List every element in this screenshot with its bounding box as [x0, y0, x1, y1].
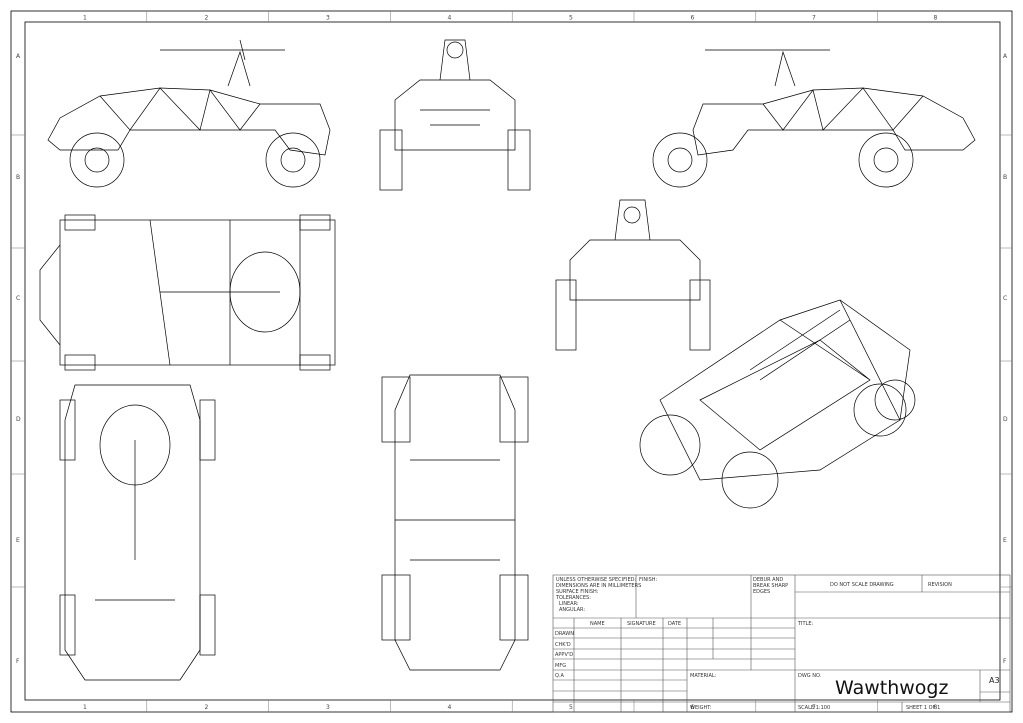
- zone-row-label: F: [1003, 658, 1007, 665]
- role-label: MFG: [555, 663, 566, 669]
- zone-row-label: B: [16, 174, 20, 181]
- title-block: [552, 574, 1011, 713]
- zone-column-label: 1: [83, 15, 87, 22]
- sheet-label: SHEET 1 OF 1: [906, 705, 940, 711]
- role-label: APPV'D: [555, 652, 573, 658]
- signature-header: SIGNATURE: [627, 621, 656, 627]
- note-line: SURFACE FINISH:: [556, 589, 599, 595]
- side-view-left: [47, 39, 331, 188]
- weight-label: WEIGHT:: [690, 705, 712, 711]
- rear-view: [555, 199, 711, 351]
- side-view-right: [652, 49, 976, 188]
- zone-column-label: 6: [691, 15, 695, 22]
- zone-row-label: F: [16, 658, 20, 665]
- zone-column-label: 3: [326, 704, 330, 711]
- zone-column-label: 7: [812, 15, 816, 22]
- zone-row-label: D: [16, 416, 21, 423]
- top-view: [39, 214, 336, 371]
- role-label: CHK'D: [555, 642, 571, 648]
- zone-row-label: D: [1003, 416, 1008, 423]
- zone-row-label: B: [1003, 174, 1007, 181]
- zone-column-label: 2: [205, 704, 209, 711]
- scale-label: SCALE:1:100: [798, 705, 830, 711]
- title-label: TITLE:: [797, 621, 814, 627]
- note-line: TOLERANCES:: [555, 595, 591, 601]
- do-not-scale-label: DO NOT SCALE DRAWING: [830, 582, 894, 588]
- title-block-text: UNLESS OTHERWISE SPECIFIED: DIMENSIONS A…: [555, 577, 1000, 711]
- deburr-line: EDGES: [753, 589, 770, 595]
- zone-column-label: 6: [691, 704, 695, 711]
- zone-column-label: 8: [934, 15, 938, 22]
- zone-row-label: C: [1003, 295, 1007, 302]
- zone-column-label: 7: [812, 704, 816, 711]
- finish-label: FINISH:: [639, 577, 657, 583]
- zone-row-label: A: [1003, 53, 1008, 60]
- name-header: NAME: [590, 621, 605, 627]
- zone-column-label: 1: [83, 704, 87, 711]
- dwg-no-value: Wawthwogz: [835, 677, 948, 699]
- zone-row-label: A: [16, 53, 21, 60]
- material-label: MATERIAL:: [690, 673, 717, 679]
- inner-border: [24, 21, 1001, 701]
- deburr-line: DEBUR AND: [753, 577, 783, 583]
- zone-row-label: E: [16, 537, 20, 544]
- zone-row-label: E: [1003, 537, 1007, 544]
- bottom-view-left: [59, 384, 216, 681]
- outer-border: [10, 10, 1013, 713]
- zone-column-label: 4: [448, 704, 452, 711]
- deburr-line: BREAK SHARP: [753, 583, 788, 589]
- front-view: [379, 39, 531, 191]
- note-line: ANGULAR:: [559, 607, 585, 613]
- zone-column-label: 4: [448, 15, 452, 22]
- zone-column-label: 8: [934, 704, 938, 711]
- date-header: DATE: [668, 621, 681, 627]
- zone-column-label: 5: [569, 15, 573, 22]
- zone-column-label: 3: [326, 15, 330, 22]
- revision-label: REVISION: [928, 582, 952, 588]
- isometric-view: [639, 299, 916, 509]
- dwg-no-label: DWG NO.: [798, 673, 822, 679]
- role-label: DRAWN: [555, 631, 574, 637]
- note-line: UNLESS OTHERWISE SPECIFIED:: [556, 577, 636, 583]
- zone-row-label: C: [16, 295, 20, 302]
- role-label: Q.A: [555, 673, 565, 679]
- zone-column-label: 2: [205, 15, 209, 22]
- note-line: DIMENSIONS ARE IN MILLIMETERS: [556, 583, 641, 589]
- sheet-size: A3: [989, 676, 1000, 685]
- bottom-view-center: [381, 374, 529, 671]
- zone-column-label: 5: [569, 704, 573, 711]
- note-line: LINEAR:: [559, 601, 579, 607]
